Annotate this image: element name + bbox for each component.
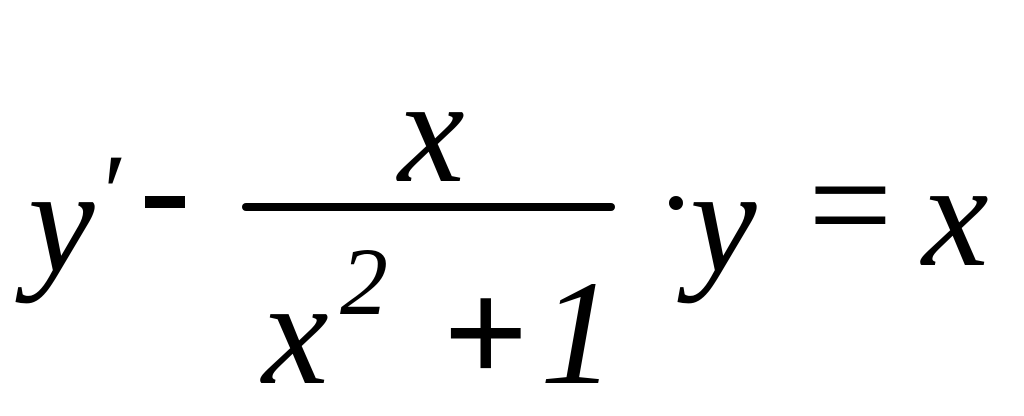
denominator-exponent: 2 bbox=[340, 228, 388, 335]
result-x: x bbox=[922, 132, 989, 298]
fraction-numerator: x bbox=[398, 48, 465, 214]
minus-sign bbox=[145, 196, 185, 208]
prime-mark: ′ bbox=[103, 132, 128, 254]
denominator-constant: 1 bbox=[540, 250, 615, 416]
denominator-plus: + bbox=[443, 250, 529, 416]
multiplication-dot bbox=[669, 196, 683, 210]
fraction-bar bbox=[242, 203, 615, 211]
rhs-y: y bbox=[690, 138, 757, 304]
denominator-x: x bbox=[262, 250, 329, 416]
lhs-y: y bbox=[28, 138, 95, 304]
equals-sign: = bbox=[808, 122, 893, 288]
